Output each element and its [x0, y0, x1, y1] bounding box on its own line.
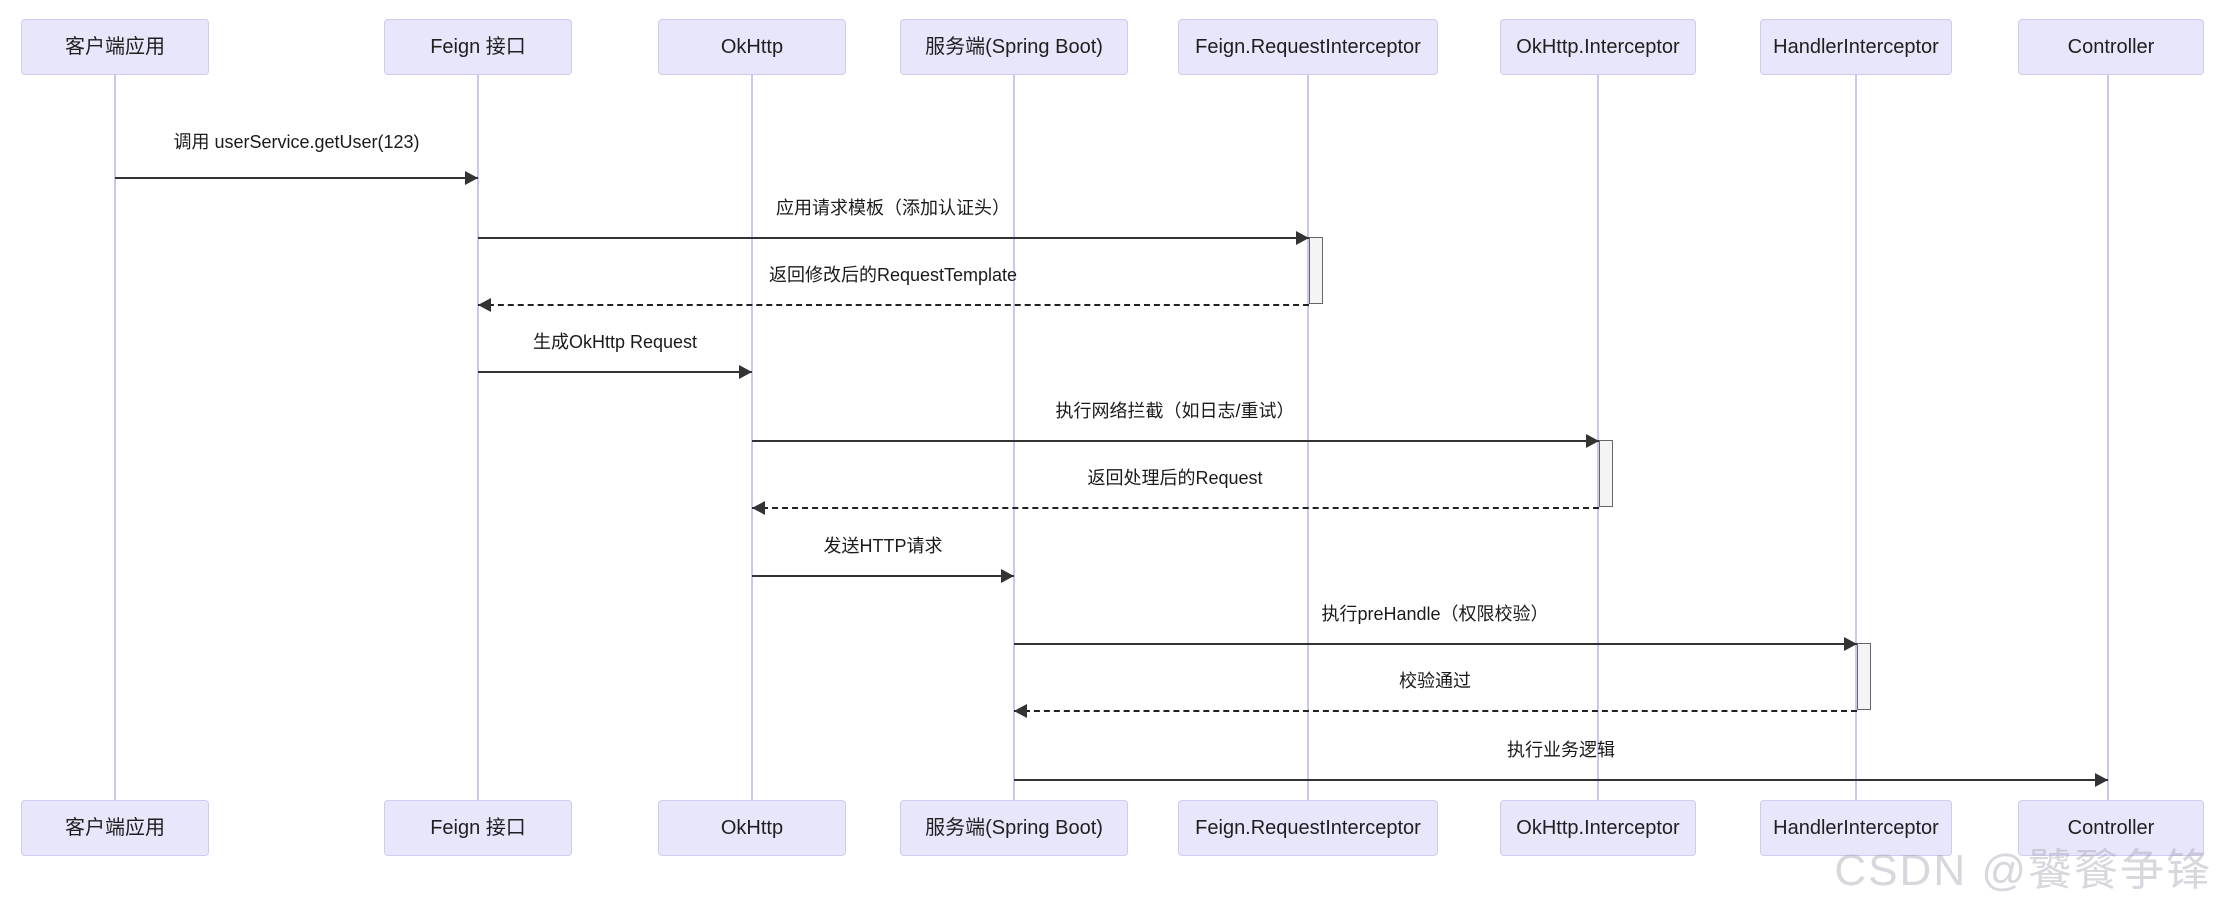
message-label-m2: 应用请求模板（添加认证头） [776, 198, 1010, 218]
message-arrowhead-m4 [739, 365, 752, 379]
message-line-m8 [1014, 643, 1857, 645]
participant-header-okhttpinterc[interactable]: OkHttp.Interceptor [1500, 19, 1696, 75]
message-line-m10 [1014, 779, 2108, 781]
message-label-m1: 调用 userService.getUser(123) [173, 132, 420, 152]
message-arrowhead-m7 [1001, 569, 1014, 583]
message-line-m9 [1014, 710, 1857, 712]
message-line-m2 [478, 237, 1309, 239]
lifeline-feigninterc [1307, 75, 1309, 800]
message-arrowhead-m9 [1014, 704, 1027, 718]
message-label-m8: 执行preHandle（权限校验） [1321, 604, 1549, 624]
participant-header-okhttp[interactable]: OkHttp [658, 19, 846, 75]
participant-label: Feign.RequestInterceptor [1195, 817, 1421, 839]
message-label-m7: 发送HTTP请求 [823, 536, 943, 556]
message-line-m1 [115, 177, 478, 179]
message-label-m3: 返回修改后的RequestTemplate [768, 265, 1018, 285]
activation-bar-handlerinterc [1857, 643, 1871, 710]
participant-label: 服务端(Spring Boot) [925, 36, 1103, 58]
activation-bar-okhttpinterc [1599, 440, 1613, 507]
participant-header-feigninterc[interactable]: Feign.RequestInterceptor [1178, 19, 1438, 75]
message-line-m4 [478, 371, 752, 373]
participant-label: OkHttp.Interceptor [1516, 36, 1680, 58]
message-arrowhead-m5 [1586, 434, 1599, 448]
participant-label: HandlerInterceptor [1773, 36, 1939, 58]
participant-footer-okhttp[interactable]: OkHttp [658, 800, 846, 856]
message-label-m9: 校验通过 [1399, 671, 1471, 691]
lifeline-client [114, 75, 116, 800]
participant-label: OkHttp [720, 817, 784, 839]
participant-header-server[interactable]: 服务端(Spring Boot) [900, 19, 1128, 75]
message-line-m7 [752, 575, 1014, 577]
participant-footer-client[interactable]: 客户端应用 [21, 800, 209, 856]
message-label-m5: 执行网络拦截（如日志/重试） [1055, 401, 1295, 421]
participant-header-controller[interactable]: Controller [2018, 19, 2204, 75]
lifeline-server [1013, 75, 1015, 800]
participant-footer-feigninterc[interactable]: Feign.RequestInterceptor [1178, 800, 1438, 856]
participant-label: Controller [2067, 36, 2155, 58]
participant-footer-feign[interactable]: Feign 接口 [384, 800, 572, 856]
participant-label: HandlerInterceptor [1773, 817, 1939, 839]
lifeline-handlerinterc [1855, 75, 1857, 800]
message-label-m4: 生成OkHttp Request [532, 332, 698, 352]
participant-label: Feign.RequestInterceptor [1195, 36, 1421, 58]
lifeline-okhttp [751, 75, 753, 800]
message-label-m10: 执行业务逻辑 [1507, 740, 1615, 760]
message-label-m6: 返回处理后的Request [1087, 468, 1263, 488]
participant-header-feign[interactable]: Feign 接口 [384, 19, 572, 75]
participant-label: OkHttp.Interceptor [1516, 817, 1680, 839]
lifeline-feign [477, 75, 479, 800]
participant-footer-okhttpinterc[interactable]: OkHttp.Interceptor [1500, 800, 1696, 856]
participant-header-handlerinterc[interactable]: HandlerInterceptor [1760, 19, 1952, 75]
activation-bar-feigninterc [1309, 237, 1323, 304]
message-arrowhead-m6 [752, 501, 765, 515]
participant-label: Feign 接口 [430, 817, 526, 839]
message-arrowhead-m2 [1296, 231, 1309, 245]
participant-label: 客户端应用 [65, 817, 165, 839]
message-arrowhead-m10 [2095, 773, 2108, 787]
participant-header-client[interactable]: 客户端应用 [21, 19, 209, 75]
message-line-m3 [478, 304, 1309, 306]
message-line-m6 [752, 507, 1599, 509]
participant-label: OkHttp [720, 36, 784, 58]
participant-label: 服务端(Spring Boot) [925, 817, 1103, 839]
message-arrowhead-m1 [465, 171, 478, 185]
message-line-m5 [752, 440, 1599, 442]
message-arrowhead-m8 [1844, 637, 1857, 651]
participant-label: Controller [2067, 817, 2155, 839]
message-arrowhead-m3 [478, 298, 491, 312]
participant-label: Feign 接口 [430, 36, 526, 58]
participant-label: 客户端应用 [65, 36, 165, 58]
lifeline-controller [2107, 75, 2109, 800]
participant-footer-handlerinterc[interactable]: HandlerInterceptor [1760, 800, 1952, 856]
participant-footer-server[interactable]: 服务端(Spring Boot) [900, 800, 1128, 856]
participant-footer-controller[interactable]: Controller [2018, 800, 2204, 856]
